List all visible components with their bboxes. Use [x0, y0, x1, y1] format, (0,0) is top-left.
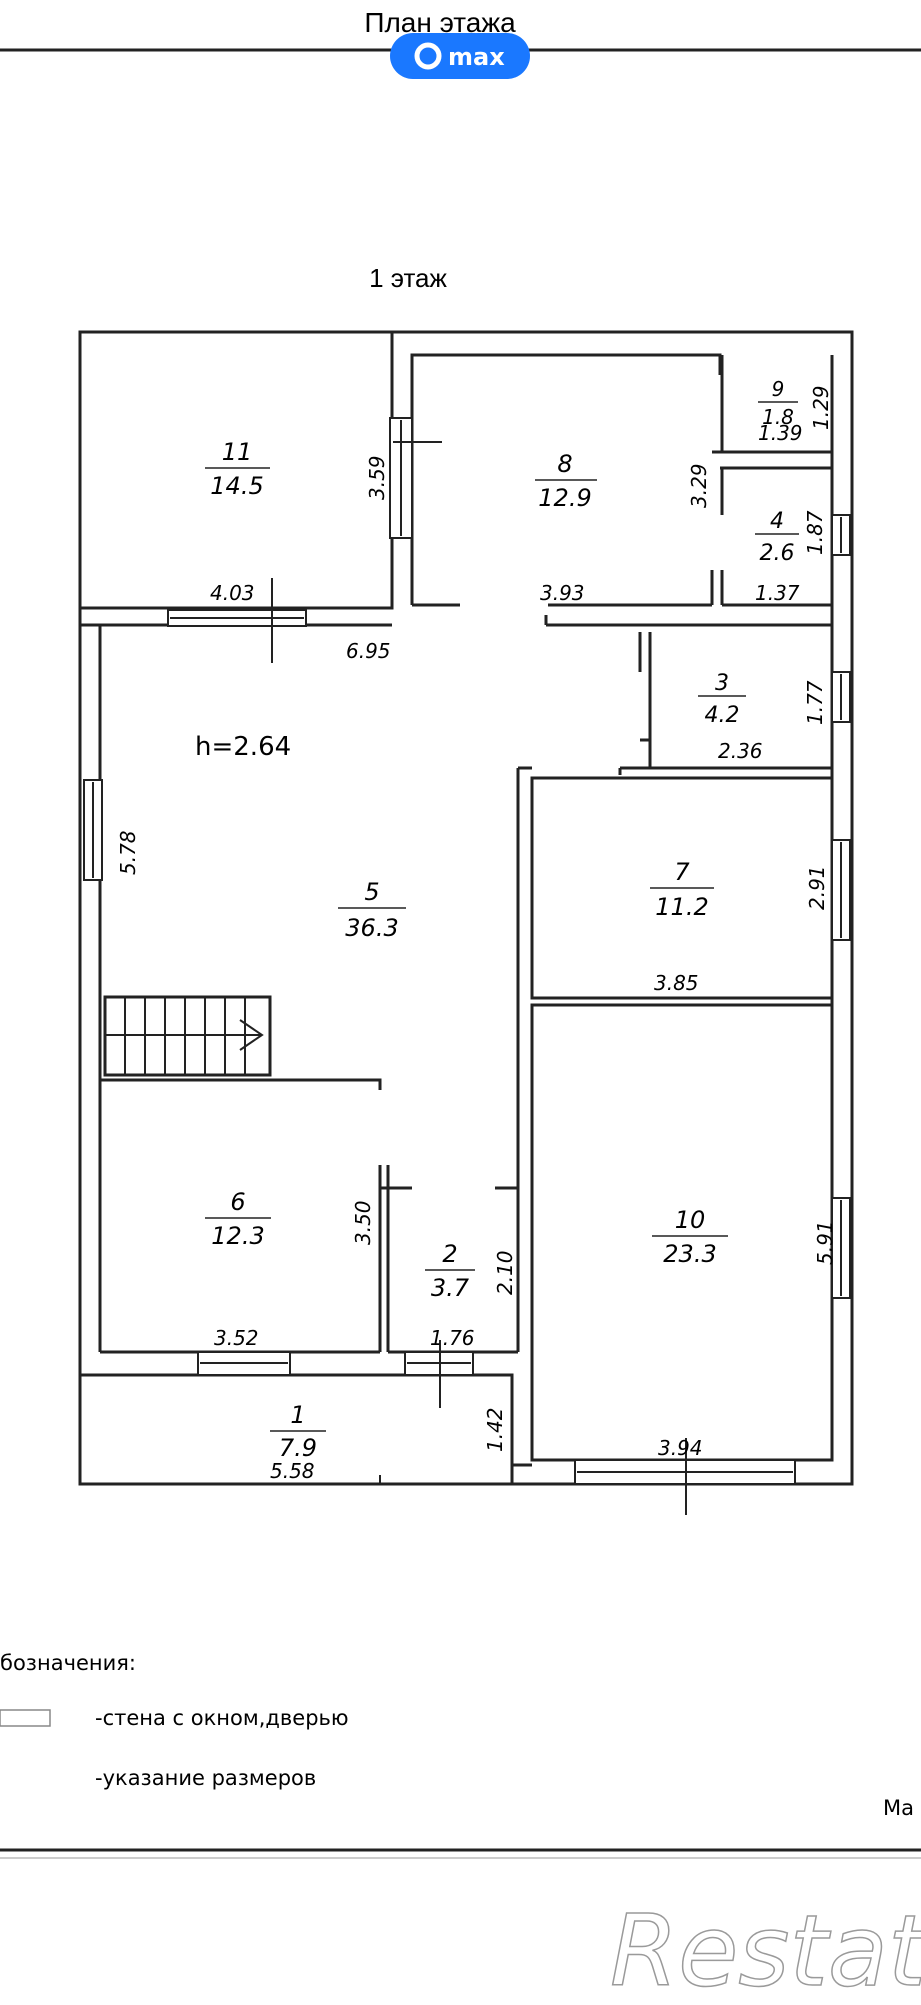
room-area: 12.3 — [211, 1222, 264, 1250]
room-5-label: 5 36.3 — [338, 878, 406, 942]
room-labels: 11 14.5 8 12.9 9 1.8 4 2.6 3 4.2 5 36.3 — [205, 377, 799, 1462]
outer-wall — [78, 330, 854, 1486]
room-number: 1 — [290, 1401, 305, 1429]
room-number: 3 — [715, 671, 729, 696]
dim-label: 5.91 — [813, 1220, 837, 1265]
room-8-label: 8 12.9 — [535, 450, 597, 512]
legend-title: бозначения: — [0, 1651, 136, 1675]
legend-item-window: -стена с окном,дверью — [95, 1706, 349, 1730]
windows — [83, 417, 851, 1485]
wall-room-6-top — [100, 1078, 382, 1090]
legend-corner-text: Ma — [883, 1796, 914, 1820]
wall-room-11 — [78, 330, 394, 610]
dim-label: 3.93 — [540, 581, 585, 605]
max-badge[interactable]: max — [390, 33, 530, 79]
room-10-label: 10 23.3 — [652, 1206, 728, 1268]
dim-label: 3.50 — [351, 1200, 375, 1245]
dim-label: 3.29 — [687, 463, 711, 508]
dim-label: 5.58 — [270, 1459, 315, 1483]
room-9-label: 9 1.8 — [758, 377, 798, 429]
room-area: 12.9 — [538, 484, 591, 512]
dim-label: 1.39 — [758, 421, 803, 445]
walls — [78, 330, 854, 1486]
dim-label: 1.87 — [803, 510, 827, 555]
room-area: 3.7 — [431, 1274, 470, 1302]
room-area: 7.9 — [279, 1434, 317, 1462]
dim-label: 1.29 — [809, 385, 833, 430]
room-6-label: 6 12.3 — [205, 1188, 271, 1250]
room-number: 4 — [770, 509, 784, 534]
room-1-label: 1 7.9 — [270, 1401, 326, 1462]
dimension-labels: 4.03 6.95 3.93 1.37 2.36 3.85 3.52 1.76 … — [210, 421, 803, 1483]
dim-label: 3.85 — [654, 971, 699, 995]
dim-label: 6.95 — [346, 639, 391, 663]
legend-item-dimensions: -указание размеров — [95, 1766, 316, 1790]
legend-window-swatch — [0, 1709, 51, 1727]
room-number: 5 — [364, 878, 379, 906]
dim-label: 2.10 — [493, 1250, 517, 1295]
room-area: 1.8 — [762, 405, 794, 429]
room-3-label: 3 4.2 — [698, 671, 746, 728]
room-number: 10 — [675, 1206, 706, 1234]
room-4-label: 4 2.6 — [755, 509, 799, 566]
page-title: План этажа — [364, 7, 516, 38]
stair-arrow-icon — [239, 1019, 264, 1051]
dim-label: 1.77 — [803, 680, 827, 725]
room-area: 14.5 — [210, 472, 263, 500]
ceiling-height-label: h=2.64 — [195, 732, 291, 762]
room-number: 9 — [772, 377, 785, 401]
room-area: 36.3 — [345, 914, 398, 942]
room-area: 2.6 — [760, 541, 795, 566]
room-number: 11 — [222, 438, 253, 466]
dim-label: 2.91 — [805, 865, 829, 910]
floor-label: 1 этаж — [369, 263, 447, 293]
window-mullions — [92, 420, 842, 1473]
dim-label: 3.52 — [214, 1326, 259, 1350]
restate-watermark: Restate — [610, 1895, 921, 2000]
dim-label: 4.03 — [210, 581, 255, 605]
room-area: 23.3 — [663, 1240, 716, 1268]
room-number: 6 — [230, 1188, 245, 1216]
room-number: 7 — [674, 858, 690, 886]
wall-room-1 — [78, 1373, 514, 1486]
dim-label: 1.76 — [430, 1326, 475, 1350]
max-logo-icon — [414, 42, 442, 70]
room-7-label: 7 11.2 — [650, 858, 714, 921]
dim-label: 1.42 — [483, 1407, 507, 1452]
dim-label: 3.59 — [365, 455, 389, 500]
dimension-ticks — [271, 441, 687, 1515]
max-badge-label: max — [448, 43, 505, 71]
dim-label: 1.37 — [755, 581, 800, 605]
vertical-dimension-labels: 3.59 3.29 1.29 1.87 1.77 5.78 2.91 3.50 … — [116, 385, 837, 1452]
dim-label: 5.78 — [116, 830, 140, 875]
room-2-label: 2 3.7 — [425, 1240, 475, 1302]
room-11-label: 11 14.5 — [205, 438, 270, 500]
room-number: 2 — [442, 1240, 457, 1268]
room-number: 8 — [557, 450, 572, 478]
dim-label: 3.94 — [658, 1436, 703, 1460]
stairs — [105, 997, 264, 1075]
dim-label: 2.36 — [718, 739, 763, 763]
room-area: 4.2 — [705, 703, 740, 728]
room-area: 11.2 — [655, 893, 708, 921]
